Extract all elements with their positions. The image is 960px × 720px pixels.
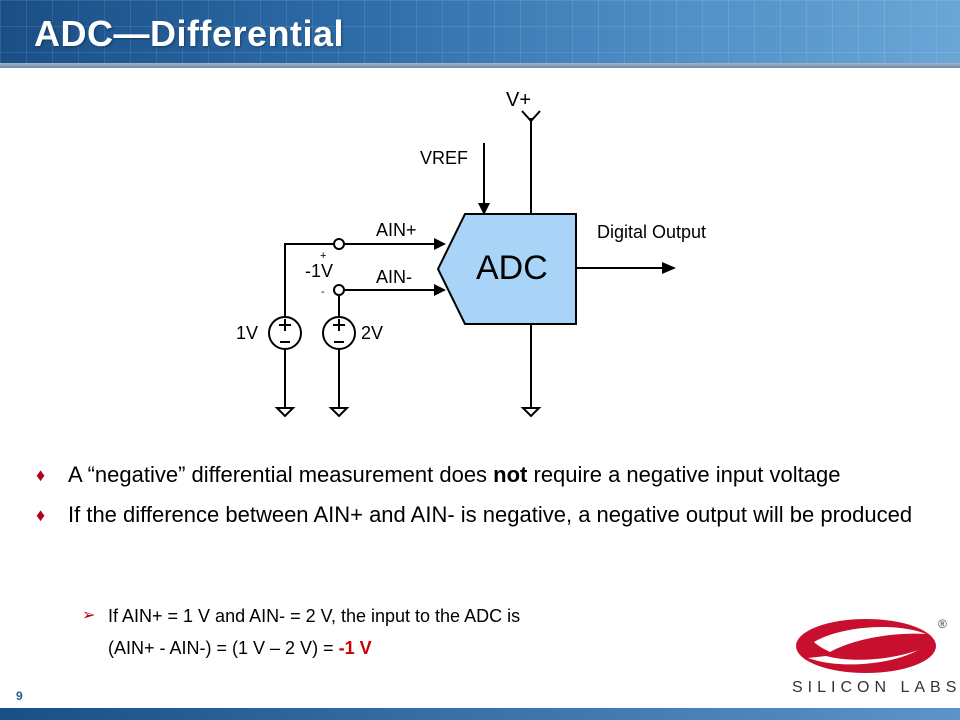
diff-minus-sign: - xyxy=(321,286,325,298)
bullet-item: ♦ A “negative” differential measurement … xyxy=(36,460,926,490)
source-2v-ground-icon xyxy=(328,407,350,418)
title-bar-shadow xyxy=(0,63,960,68)
vref-label: VREF xyxy=(420,148,468,168)
vplus-label: V+ xyxy=(506,89,531,111)
ain-minus-label: AIN- xyxy=(376,267,412,287)
bullet-text-end: require a negative input voltage xyxy=(527,462,841,487)
diff-voltage-label: -1V xyxy=(305,261,333,281)
diff-plus-sign: + xyxy=(320,250,326,262)
diamond-bullet-icon: ♦ xyxy=(36,465,46,485)
ain-plus-arrow-icon xyxy=(434,238,446,250)
vplus-terminal-icon xyxy=(521,110,541,123)
ain-plus-node xyxy=(333,238,345,250)
equation-result: -1 V xyxy=(338,638,372,658)
page-number: 9 xyxy=(16,689,23,703)
arrow-bullet-icon: ➢ xyxy=(82,607,96,624)
adc-ground-icon xyxy=(520,407,542,418)
bullet-text: A “negative” differential measurement do… xyxy=(68,462,494,487)
ain-minus-node xyxy=(333,284,345,296)
logo-swoosh-icon xyxy=(796,619,936,673)
adc-differential-diagram: V+ VREF AIN+ AIN- ADC Digital Output + -… xyxy=(236,89,706,418)
sub-bullet-item: ➢ If AIN+ = 1 V and AIN- = 2 V, the inpu… xyxy=(82,604,521,628)
logo-swoosh-cut-icon xyxy=(814,627,926,652)
ain-plus-label: AIN+ xyxy=(376,220,417,240)
diamond-bullet-icon: ♦ xyxy=(36,505,46,525)
bullet-emphasis: not xyxy=(493,462,528,487)
sub-bullet-text: If AIN+ = 1 V and AIN- = 2 V, the input … xyxy=(108,606,521,626)
slide-title: ADC—Differential xyxy=(34,13,345,54)
digital-output-label: Digital Output xyxy=(597,222,706,242)
ain-plus-wire xyxy=(284,243,333,320)
source-2v-label: 2V xyxy=(361,323,383,343)
adc-label: ADC xyxy=(476,249,548,287)
bullet-text: If the difference between AIN+ and AIN- … xyxy=(68,502,913,527)
adc-block xyxy=(436,213,577,325)
source-1v-label: 1V xyxy=(236,323,258,343)
logo-registered-mark: ® xyxy=(938,617,947,631)
sub-bullet-continuation: (AIN+ - AIN-) = (1 V – 2 V) = -1 V xyxy=(108,636,372,660)
bullet-list: ♦ A “negative” differential measurement … xyxy=(36,460,926,540)
equation-text: (AIN+ - AIN-) = (1 V – 2 V) = xyxy=(108,638,339,658)
digital-output-arrow-icon xyxy=(662,262,676,274)
bullet-item: ♦ If the difference between AIN+ and AIN… xyxy=(36,500,926,530)
title-bar: ADC—Differential xyxy=(0,0,960,68)
silicon-labs-logo: ® SILICON LABS xyxy=(792,617,956,696)
ain-minus-arrow-icon xyxy=(434,284,446,296)
logo-text: SILICON LABS xyxy=(792,679,956,696)
logo-swoosh-cut-lower-icon xyxy=(808,650,918,665)
vref-arrow-icon xyxy=(478,203,490,215)
title-bar-grid xyxy=(0,0,960,68)
source-1v-ground-icon xyxy=(274,407,296,418)
footer-bar xyxy=(0,708,960,720)
